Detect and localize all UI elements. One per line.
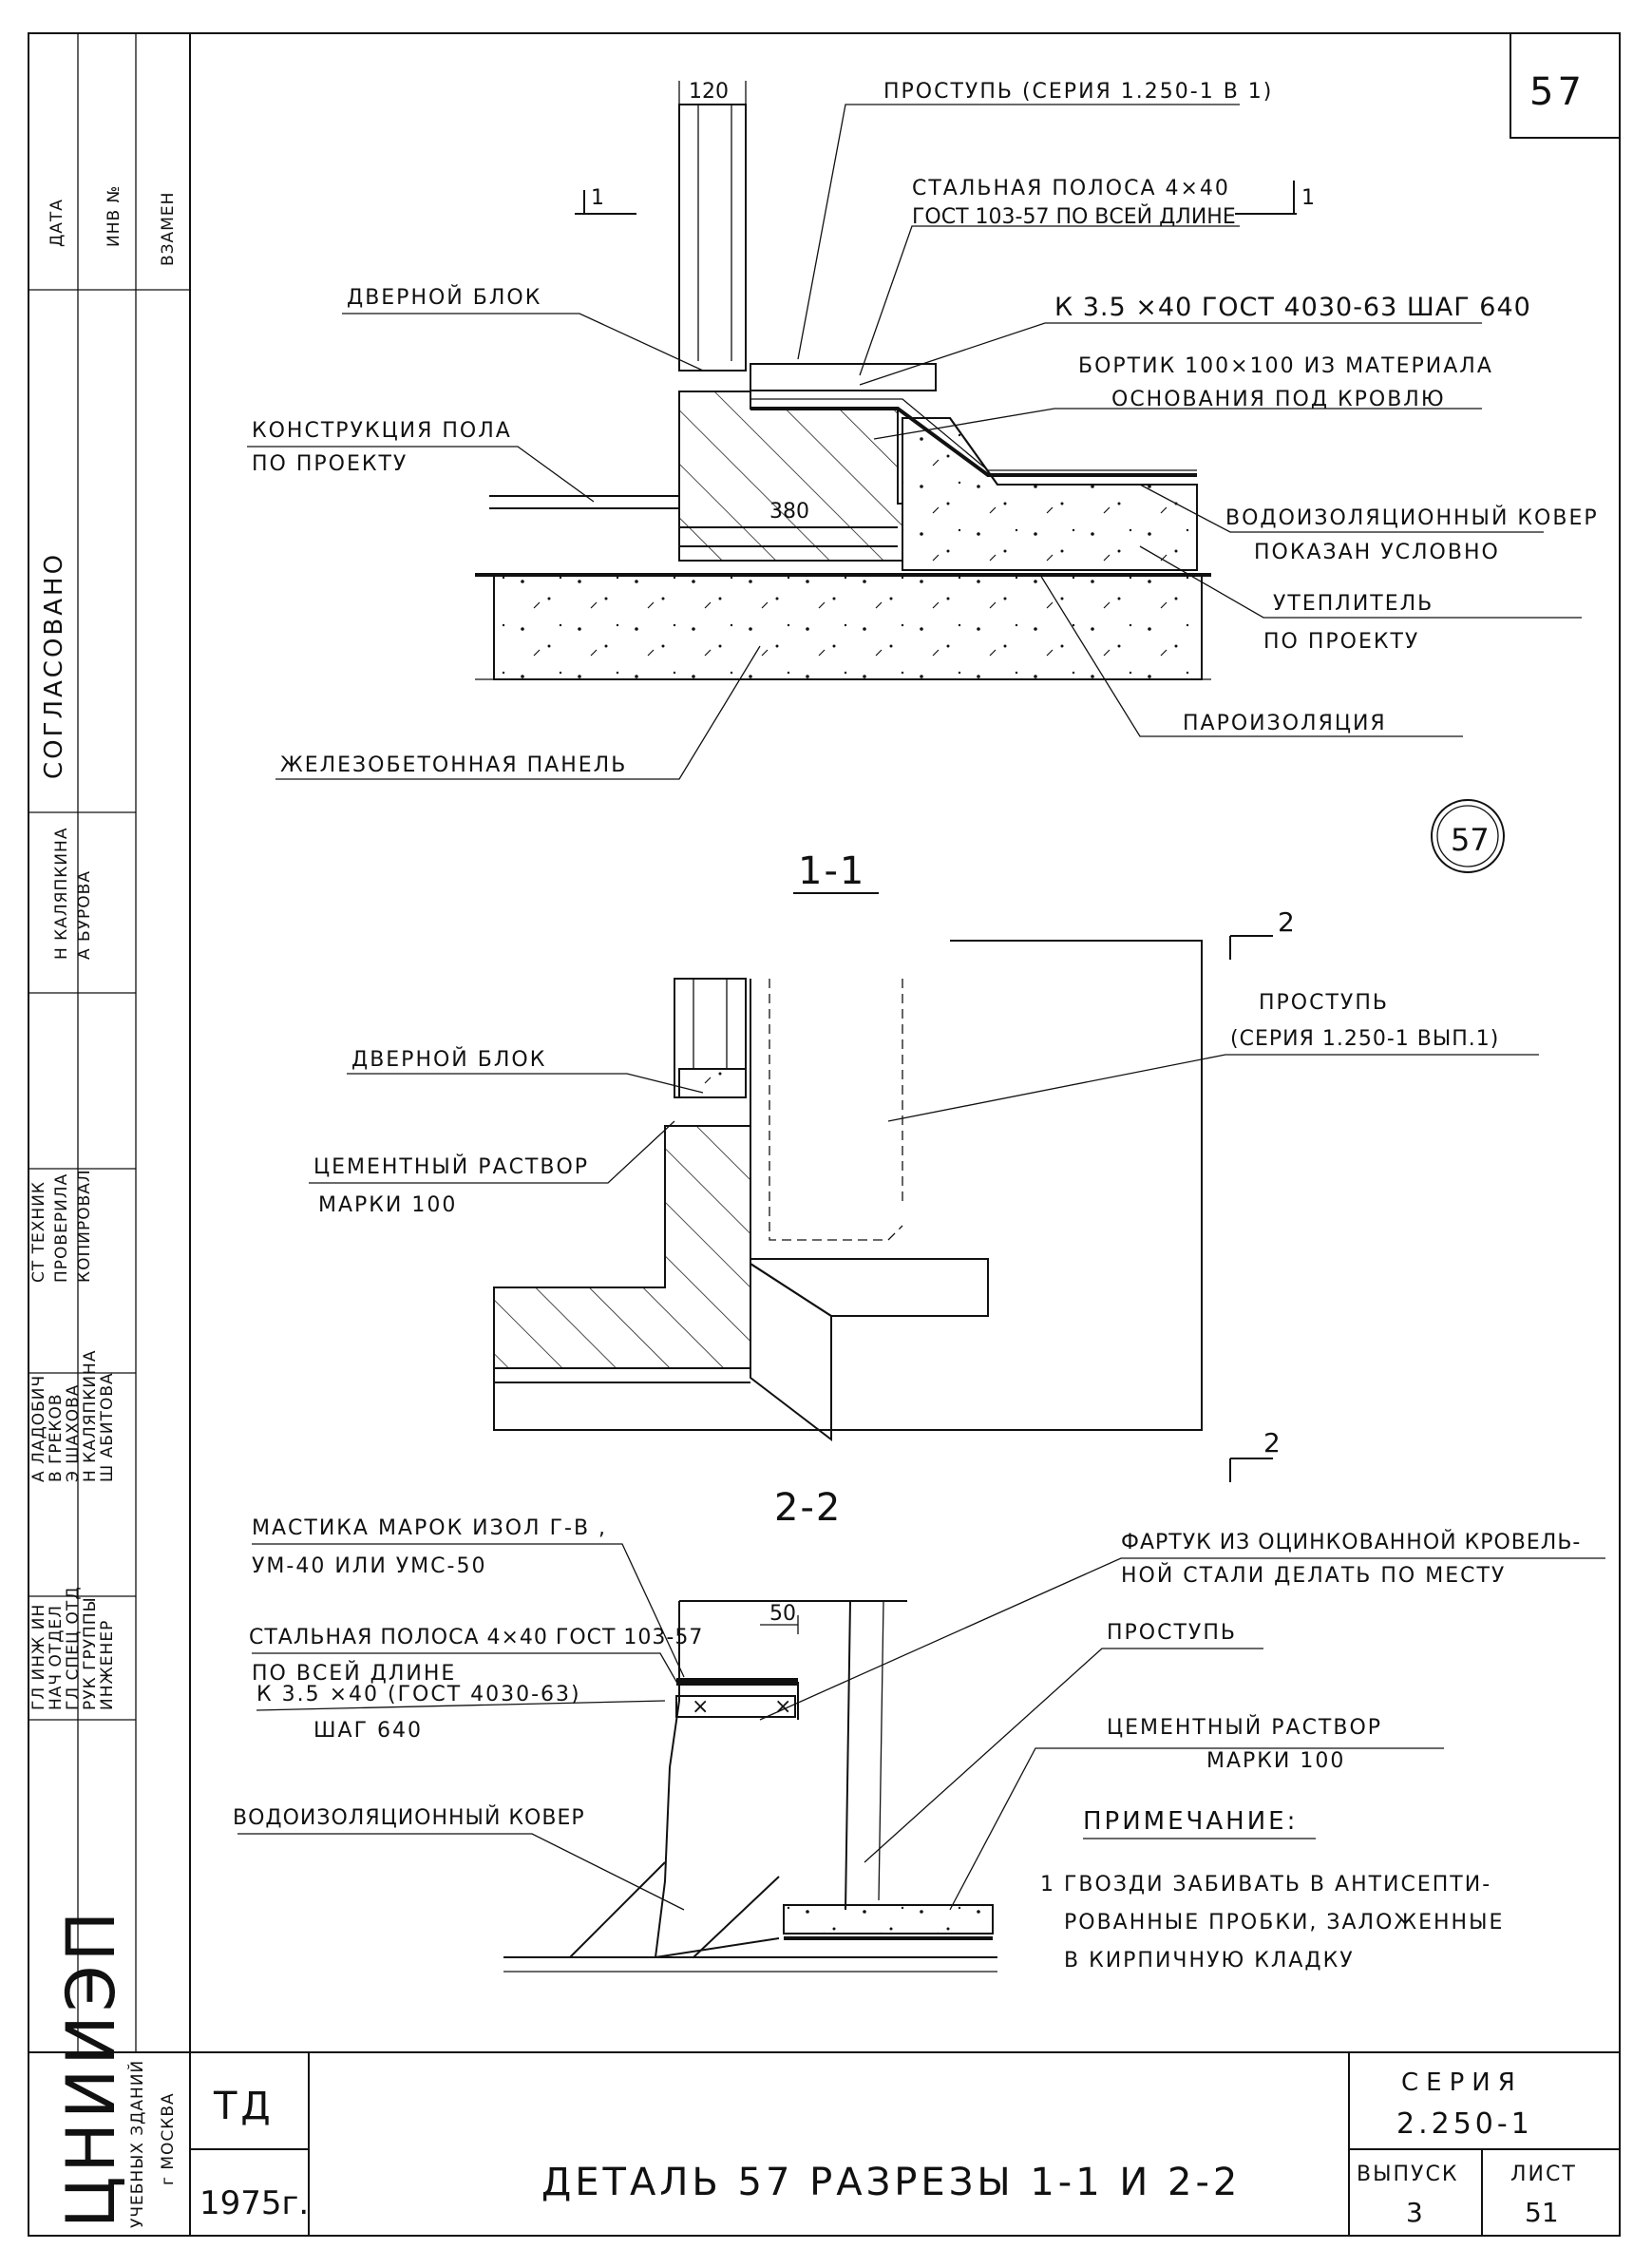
dim-380: 380 (769, 500, 809, 524)
note-block: ПРИМЕЧАНИЕ: 1 ГВОЗДИ ЗАБИВАТЬ В АНТИСЕПТ… (1040, 1807, 1504, 1973)
stamp-name: Ш АБИТОВА (98, 1372, 117, 1482)
label-mastic: МАСТИКА МАРОК ИЗОЛ Г-В , (252, 1516, 607, 1540)
label-steel-strip: СТАЛЬНАЯ ПОЛОСА 4×40 (912, 177, 1230, 200)
note-line-2: РОВАННЫЕ ПРОБКИ, ЗАЛОЖЕННЫЕ (1064, 1911, 1504, 1935)
stamp-role: ИНЖЕНЕР (98, 1620, 117, 1710)
label-membrane-2: ПОКАЗАН УСЛОВНО (1254, 541, 1500, 564)
label-strip-2: ПО ВСЕЙ ДЛИНЕ (252, 1661, 456, 1686)
stamp-name: Э ШАХОВА (64, 1384, 83, 1482)
label-curb-2: ОСНОВАНИЯ ПОД КРОВЛЮ (1111, 388, 1446, 411)
stamp-role2: КОПИРОВАЛ (75, 1169, 94, 1283)
cut-mark-2-top: 2 (1278, 906, 1295, 938)
section-plan: 2 2 ПРОСТУПЬ (СЕРИЯ 1.250-1 ВЫП.1) ДВЕРН… (309, 906, 1539, 1530)
label-threshold: ПРОСТУПЬ (СЕРИЯ 1.250-1 В 1) (883, 80, 1273, 104)
sheet-number: 57 (1529, 70, 1586, 114)
org-sub: УЧЕБНЫХ ЗДАНИЙ (126, 2060, 147, 2228)
stamp-name2: Н КАЛЯПКИНА (52, 828, 71, 960)
dim-120: 120 (689, 80, 729, 104)
stamp-role: ГЛ СПЕЦ ОТД (64, 1586, 83, 1710)
label-floor: КОНСТРУКЦИЯ ПОЛА (252, 419, 512, 443)
label-mortar-2: ЦЕМЕНТНЫЙ РАСТВОР (1107, 1715, 1382, 1740)
label-nail: К 3.5 ×40 ГОСТ 4030-63 ШАГ 640 (1054, 293, 1531, 322)
threshold-plate (750, 363, 937, 391)
side-stamp: ДАТА ИНВ № ВЗАМЕН СОГЛАСОВАНО ГЛ ИНЖ ИН … (28, 33, 191, 2236)
label-nail-2b: ШАГ 640 (313, 1719, 423, 1743)
label-membrane: ВОДОИЗОЛЯЦИОННЫЙ КОВЕР (1225, 505, 1599, 530)
stamp-name2: А БУРОВА (75, 870, 94, 960)
issue-value: 3 (1406, 2197, 1423, 2228)
note-line-3: В КИРПИЧНУЮ КЛАДКУ (1064, 1949, 1355, 1973)
stamp-role: НАЧ ОТДЕЛ (47, 1605, 66, 1710)
label-curb: БОРТИК 100×100 ИЗ МАТЕРИАЛА (1078, 354, 1493, 378)
drawing-title: ДЕТАЛЬ 57 РАЗРЕЗЫ 1-1 И 2-2 (541, 2161, 1241, 2204)
sheet-label: ЛИСТ (1510, 2163, 1577, 2186)
stamp-agreed: СОГЛАСОВАНО (40, 552, 68, 779)
rc-panel (493, 574, 1203, 680)
sheet-value: 51 (1525, 2197, 1559, 2228)
series-value: 2.250-1 (1396, 2107, 1533, 2141)
label-insulation: УТЕПЛИТЕЛЬ (1273, 592, 1434, 616)
label-door-block: ДВЕРНОЙ БЛОК (347, 285, 541, 310)
label-panel: ЖЕЛЕЗОБЕТОННАЯ ПАНЕЛЬ (280, 753, 627, 777)
door-frame (678, 104, 747, 372)
sheet-number-box: 57 (1510, 33, 1620, 139)
label-plan-mortar-2: МАРКИ 100 (318, 1193, 457, 1217)
title-code: ТД (213, 2085, 275, 2128)
label-plan-door: ДВЕРНОЙ БЛОК (351, 1047, 546, 1072)
stamp-role: ГЛ ИНЖ ИН (29, 1604, 48, 1710)
issue-label: ВЫПУСК (1357, 2163, 1458, 2186)
label-apron-2: НОЙ СТАЛИ ДЕЛАТЬ ПО МЕСТУ (1121, 1563, 1506, 1588)
stamp-name: Н КАЛЯПКИНА (81, 1350, 100, 1482)
label-nail-2: К 3.5 ×40 (ГОСТ 4030-63) (256, 1683, 581, 1706)
dim-50: 50 (769, 1602, 796, 1626)
stamp-replace: ВЗАМЕН (159, 192, 178, 266)
stamp-role2: ПРОВЕРИЛА (52, 1173, 71, 1283)
stamp-date: ДАТА (47, 199, 66, 247)
org-name: ЦНИИЭП (52, 1908, 130, 2228)
series-label: СЕРИЯ (1401, 2068, 1523, 2097)
title-year: 1975г. (199, 2184, 309, 2222)
svg-text:×: × (774, 1695, 791, 1719)
cut-mark-2-bottom: 2 (1263, 1427, 1281, 1458)
detail-circle-mark (1431, 799, 1505, 873)
label-insulation-2: ПО ПРОЕКТУ (1263, 630, 1419, 654)
detail-circle-number: 57 (1451, 822, 1490, 858)
label-plan-mortar: ЦЕМЕНТНЫЙ РАСТВОР (313, 1154, 589, 1179)
cut-mark-1-right: 1 (1301, 186, 1315, 210)
org-city: г МОСКВА (159, 2092, 178, 2185)
label-floor-2: ПО ПРОЕКТУ (252, 452, 408, 476)
stamp-role2: СТ ТЕХНИК (29, 1181, 48, 1283)
note-title: ПРИМЕЧАНИЕ: (1083, 1807, 1298, 1836)
label-strip: СТАЛЬНАЯ ПОЛОСА 4×40 ГОСТ 103-57 (249, 1626, 703, 1649)
label-threshold-2: ПРОСТУПЬ (1107, 1621, 1237, 1645)
stamp-inv: ИНВ № (104, 185, 123, 247)
label-plan-threshold-2: (СЕРИЯ 1.250-1 ВЫП.1) (1230, 1027, 1499, 1051)
section-1-1: 120 380 1 1 ПРОСТУПЬ (СЕРИЯ 1.250-1 В 1)… (247, 80, 1599, 894)
section-label-1-1: 1-1 (798, 849, 865, 893)
brick-masonry (678, 391, 903, 562)
label-steel-strip-2: ГОСТ 103-57 ПО ВСЕЙ ДЛИНЕ (912, 204, 1236, 229)
stamp-name: В ГРЕКОВ (47, 1393, 66, 1482)
label-vapor: ПАРОИЗОЛЯЦИЯ (1183, 712, 1387, 735)
cut-mark-1-left: 1 (591, 186, 604, 210)
sheet-border (28, 32, 1621, 2237)
label-mortar-2b: МАРКИ 100 (1206, 1749, 1345, 1773)
section-label-2-2: 2-2 (774, 1486, 842, 1530)
note-line-1: 1 ГВОЗДИ ЗАБИВАТЬ В АНТИСЕПТИ- (1040, 1873, 1491, 1896)
insulation (902, 417, 1198, 571)
label-plan-threshold: ПРОСТУПЬ (1259, 991, 1389, 1015)
stamp-name: А ЛАДОБИЧ (29, 1375, 48, 1482)
label-mastic-2: УМ-40 ИЛИ УМС-50 (252, 1554, 486, 1578)
svg-text:×: × (692, 1695, 709, 1719)
title-block: ТД 1975г. ДЕТАЛЬ 57 РАЗРЕЗЫ 1-1 И 2-2 СЕ… (190, 2051, 1620, 2236)
label-membrane-2-2: ВОДОИЗОЛЯЦИОННЫЙ КОВЕР (233, 1805, 585, 1830)
stamp-role: РУК ГРУППЫ (81, 1596, 100, 1710)
section-2-2: × × 50 МАСТИКА МАРОК ИЗОЛ Г-В , УМ-40 ИЛ… (233, 1516, 1605, 1973)
label-apron: ФАРТУК ИЗ ОЦИНКОВАННОЙ КРОВЕЛЬ- (1121, 1530, 1581, 1554)
